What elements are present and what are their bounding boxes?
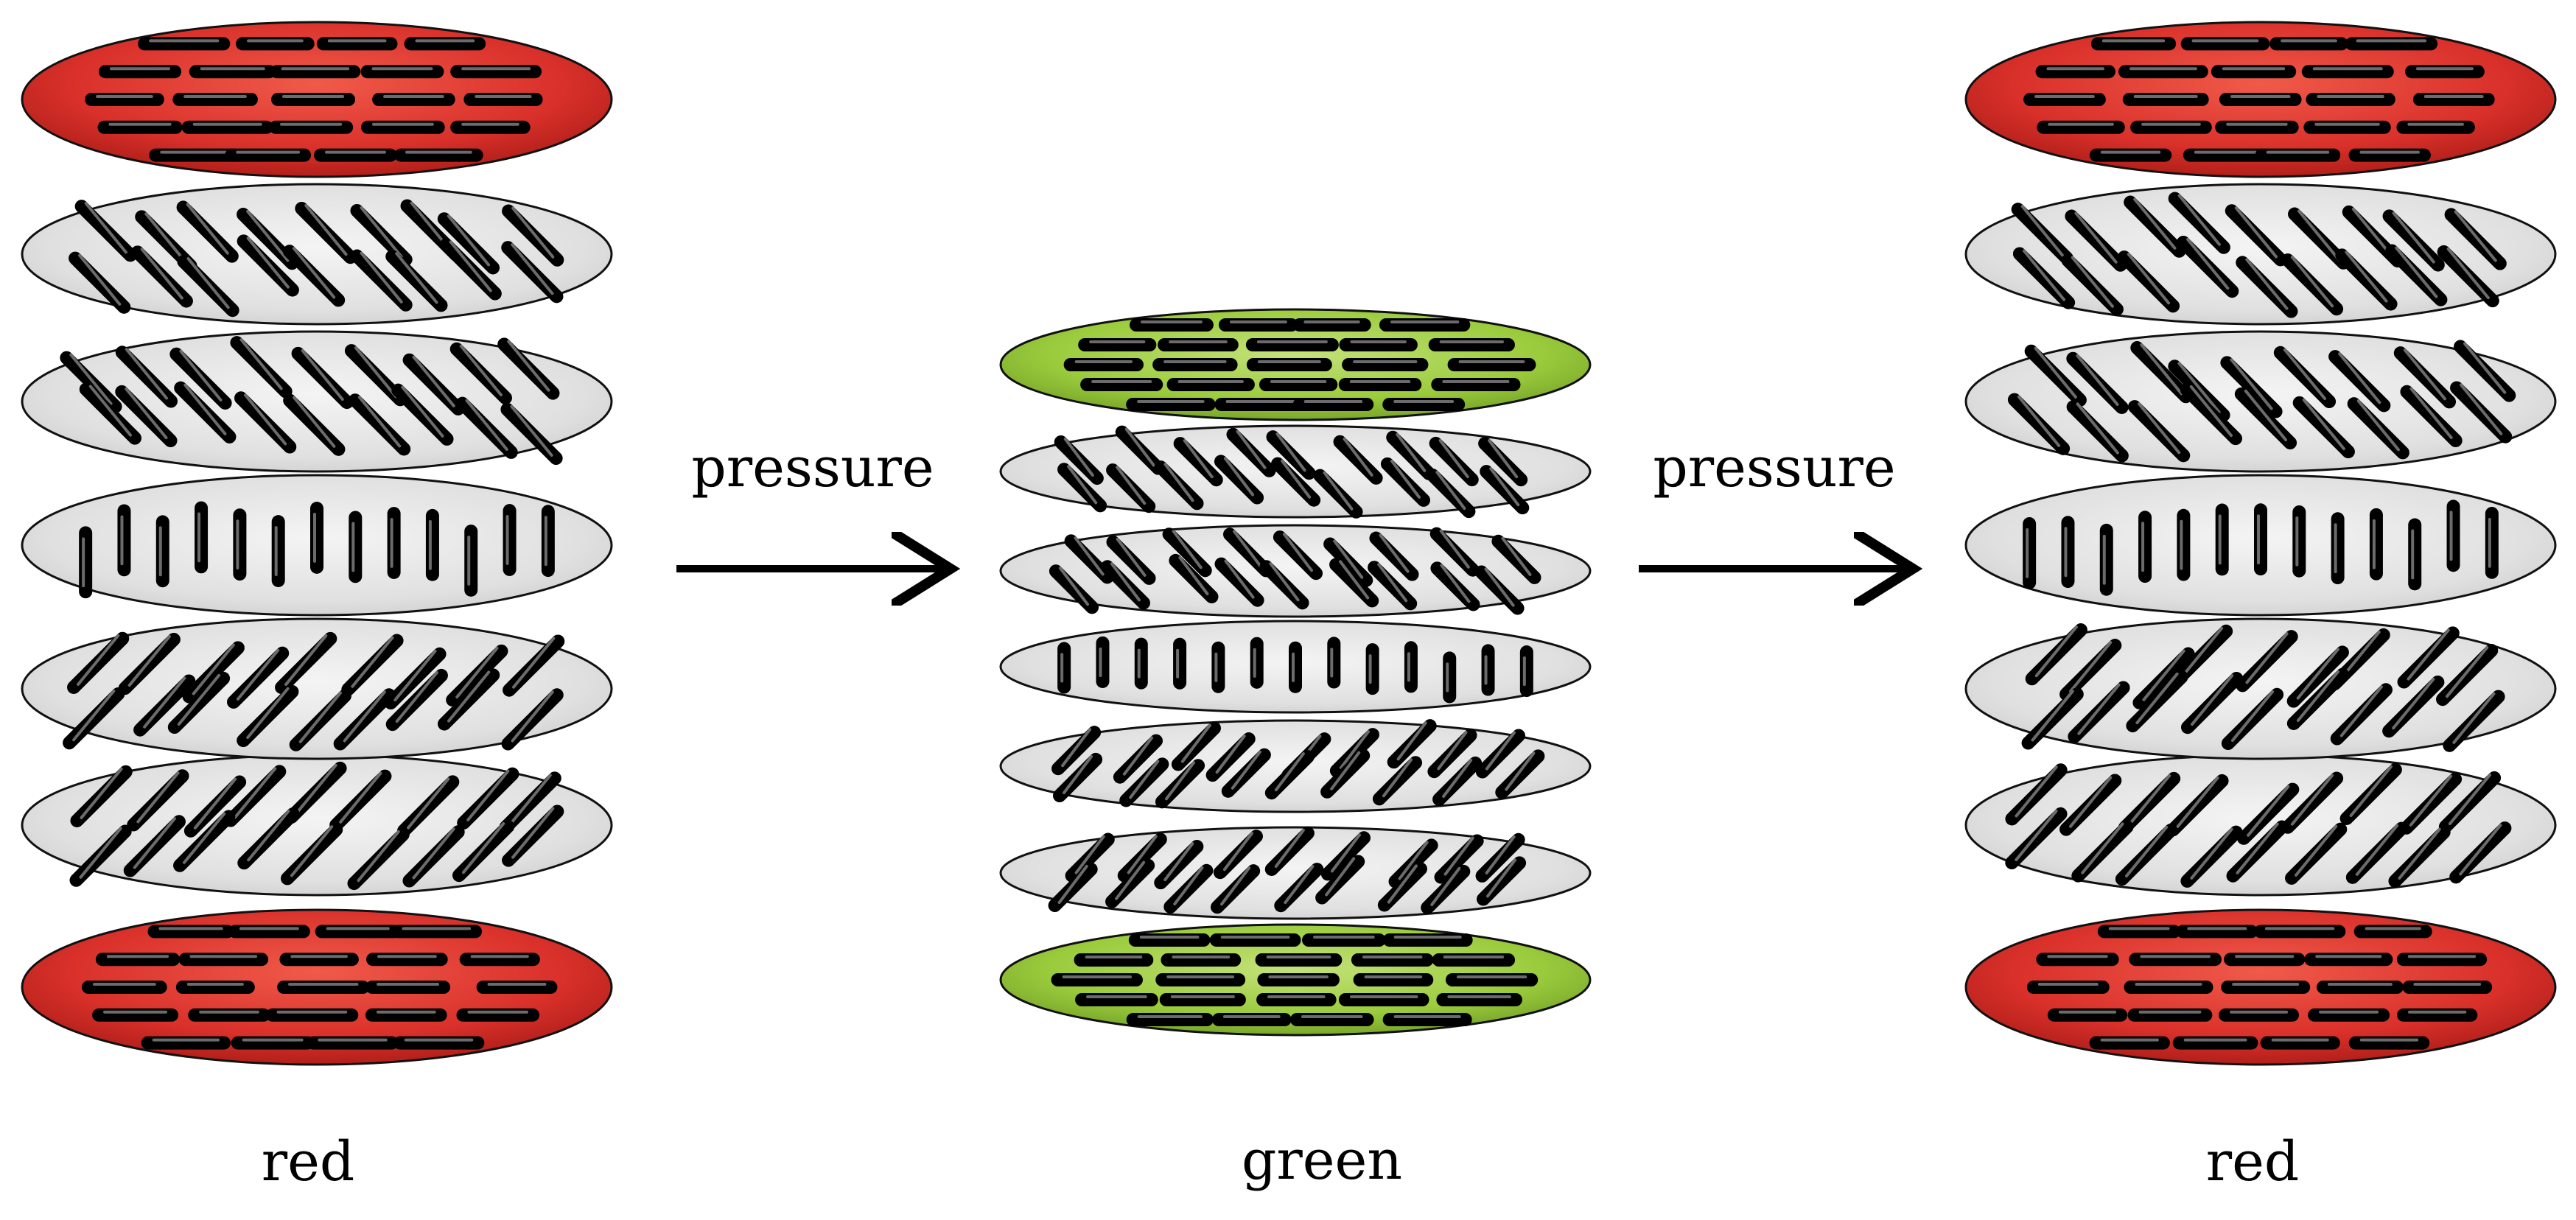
right-vertical-layer xyxy=(1966,475,2555,615)
right-cap-layer xyxy=(1966,22,2555,177)
right-tilt-right-layer xyxy=(1966,755,2555,895)
middle-state-label: green xyxy=(1242,1129,1402,1192)
left-vertical-layer xyxy=(22,475,612,615)
left-tilt-right-layer xyxy=(22,755,612,895)
right-tilt-right-layer xyxy=(1966,619,2555,759)
middle-tilt-right-layer xyxy=(1001,721,1590,812)
left-cap-layer xyxy=(22,22,612,177)
middle-vertical-layer xyxy=(1001,621,1590,712)
left-tilt-right-layer xyxy=(22,619,612,759)
arrow-2-label: pressure xyxy=(1653,436,1895,499)
stack-left-red xyxy=(22,22,612,1065)
stack-right-red xyxy=(1966,22,2555,1065)
middle-cap-layer xyxy=(1001,925,1590,1035)
left-state-label: red xyxy=(262,1130,355,1193)
right-cap-layer xyxy=(1966,910,2555,1065)
right-tilt-left-layer xyxy=(1966,332,2555,471)
arrow-1-label: pressure xyxy=(691,436,934,499)
left-tilt-left-layer xyxy=(22,184,612,324)
middle-tilt-left-layer xyxy=(1001,426,1590,517)
right-tilt-left-layer xyxy=(1966,184,2555,324)
right-state-label: red xyxy=(2206,1130,2300,1193)
stack-middle-green xyxy=(1001,309,1590,1035)
left-cap-layer xyxy=(22,910,612,1065)
middle-cap-layer xyxy=(1001,309,1590,420)
middle-tilt-left-layer xyxy=(1001,525,1590,617)
left-tilt-left-layer xyxy=(22,332,612,471)
middle-tilt-right-layer xyxy=(1001,827,1590,919)
